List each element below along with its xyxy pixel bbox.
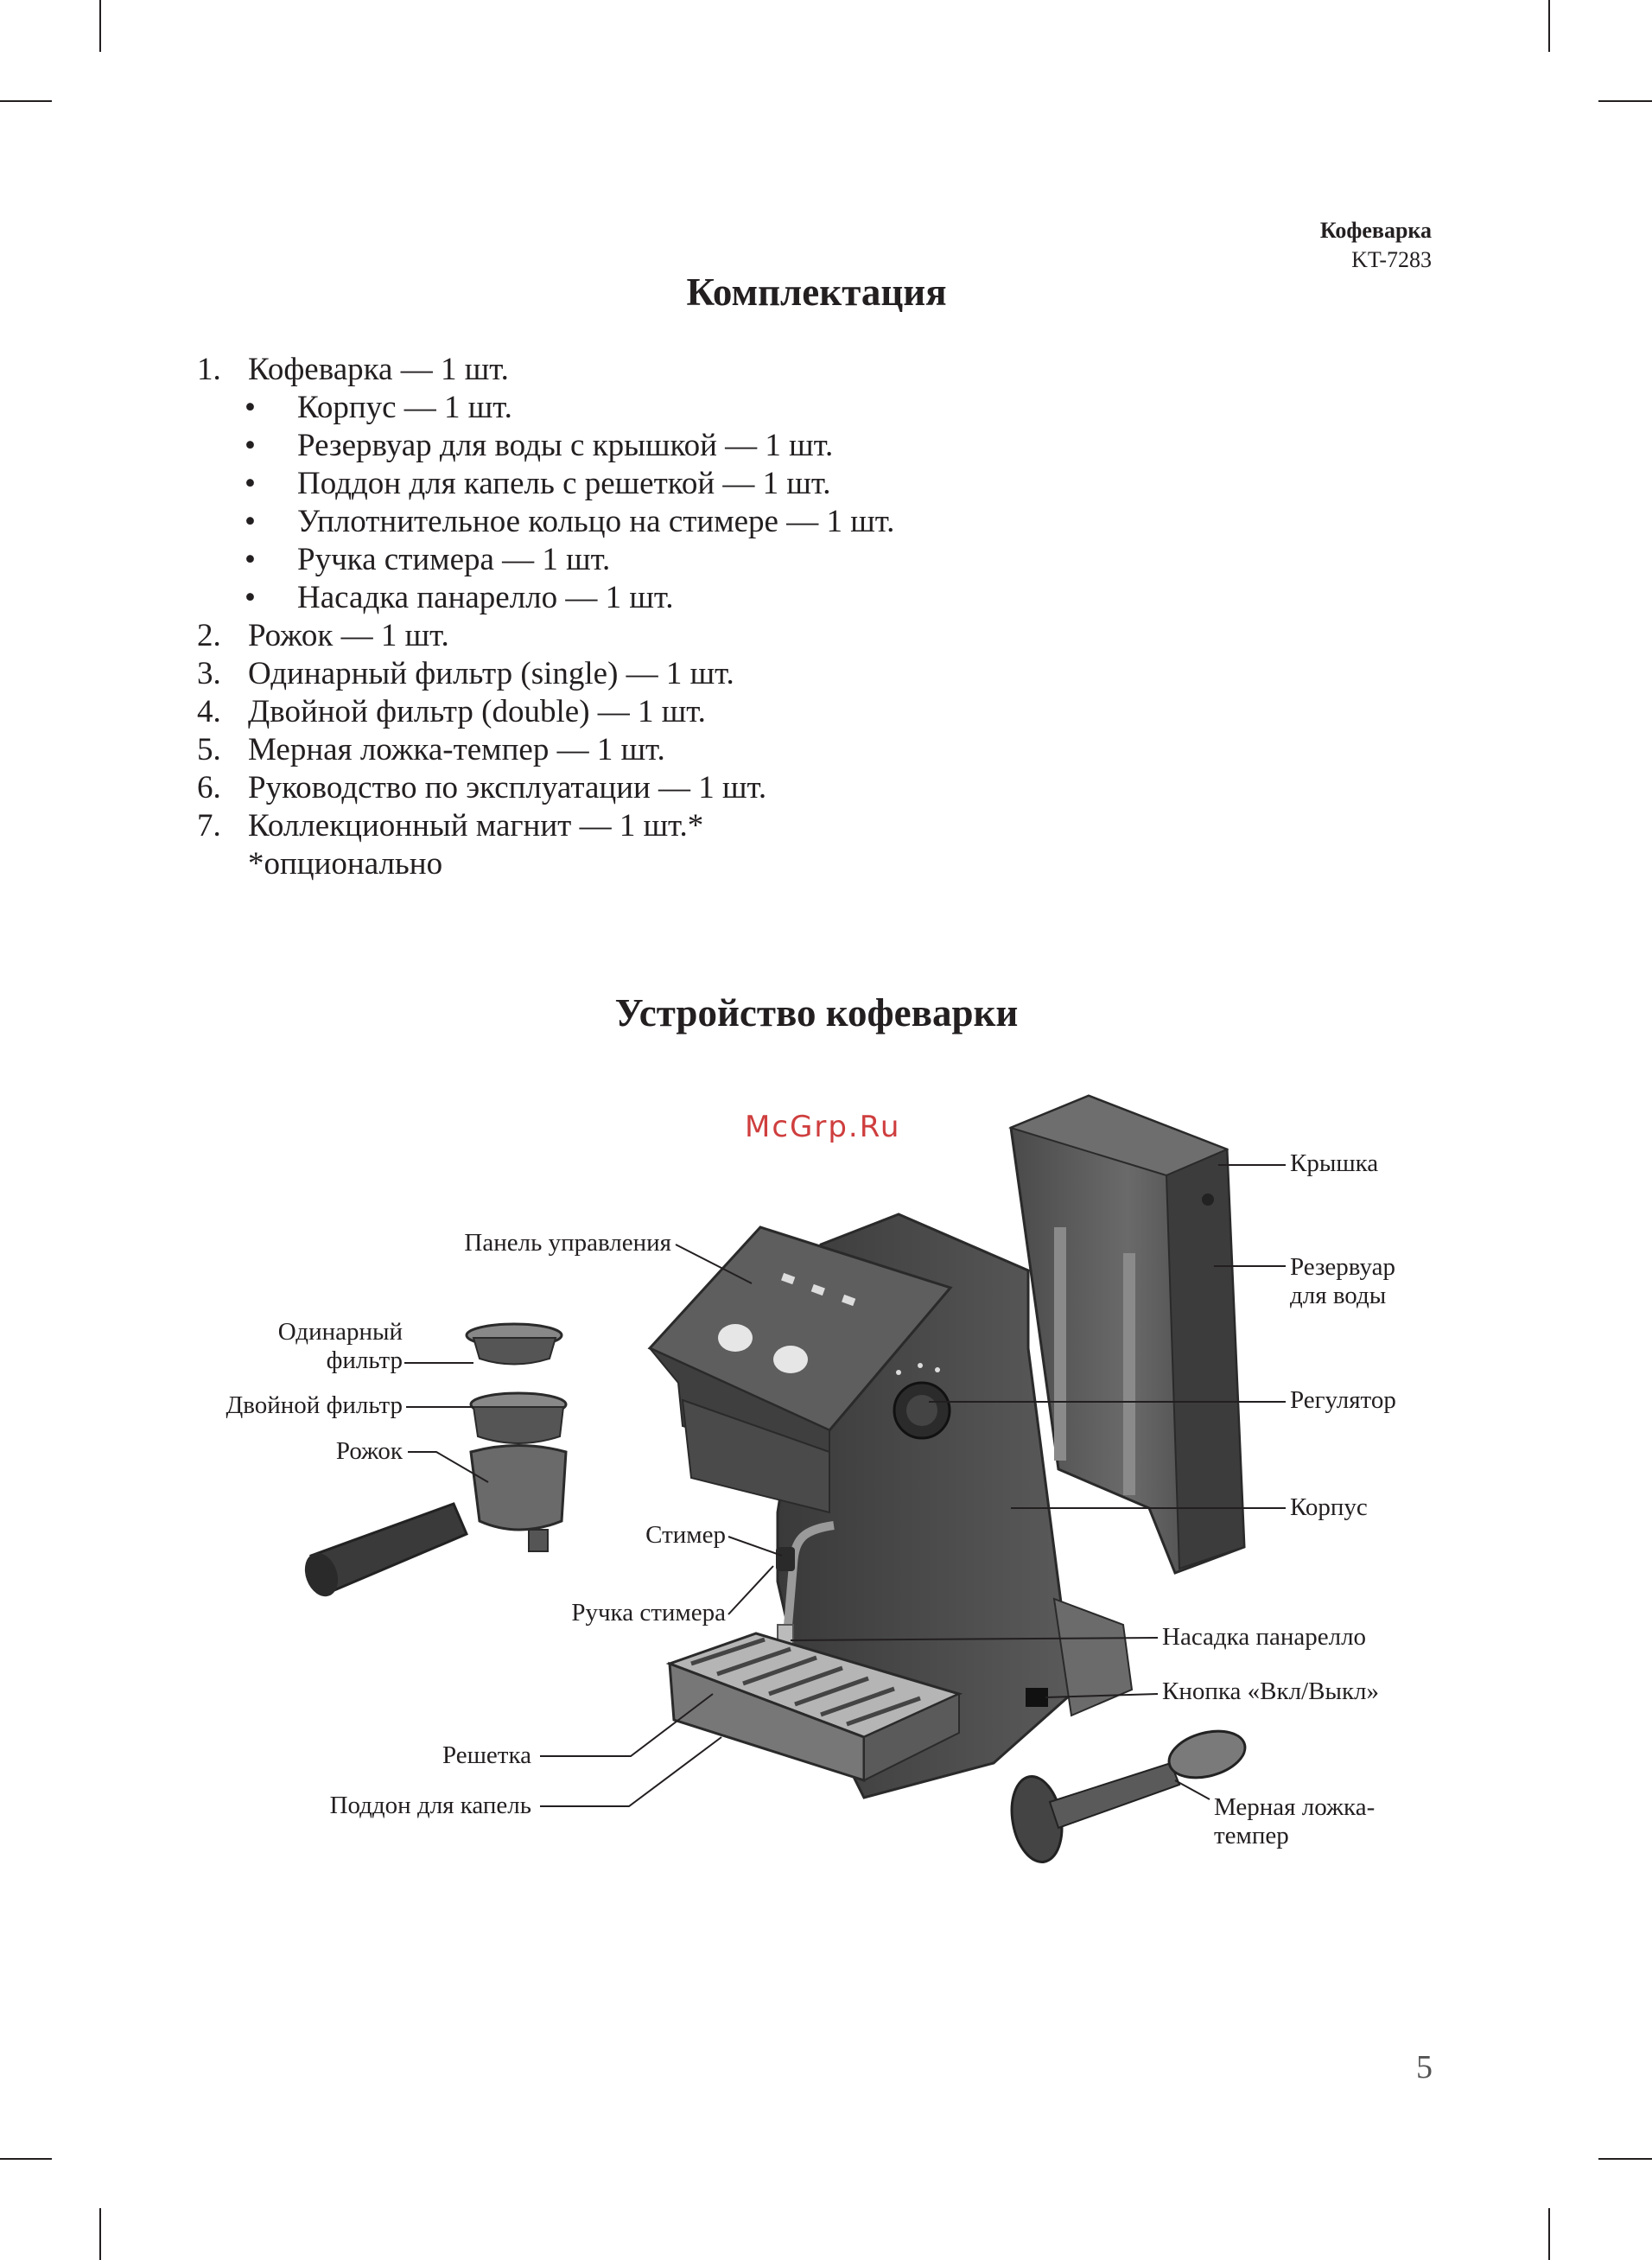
list-text: Резервуар для воды с крышкой — 1 шт. bbox=[297, 428, 834, 463]
list-marker: • bbox=[245, 428, 256, 463]
list-text: Ручка стимера — 1 шт. bbox=[297, 542, 611, 577]
crop-mark bbox=[99, 2208, 101, 2260]
crop-mark bbox=[0, 100, 52, 102]
tamper bbox=[1010, 1729, 1247, 1863]
label-steamer-handle: Ручка стимера bbox=[571, 1599, 726, 1627]
list-marker: • bbox=[245, 580, 256, 615]
label-water-tank: Резервуар для воды bbox=[1290, 1253, 1395, 1310]
single-cup-button bbox=[718, 1324, 753, 1352]
header-model: KT-7283 bbox=[1351, 247, 1432, 272]
list-text: Мерная ложка-темпер — 1 шт. bbox=[248, 732, 665, 767]
label-water-tank-line1: Резервуар bbox=[1290, 1253, 1395, 1281]
label-double-filter: Двойной фильтр bbox=[226, 1391, 403, 1419]
label-single-filter-line2: фильтр bbox=[326, 1346, 403, 1374]
label-steamer: Стимер bbox=[645, 1521, 726, 1549]
label-portafilter: Рожок bbox=[335, 1437, 403, 1465]
list-text: Корпус — 1 шт. bbox=[297, 390, 512, 425]
crop-mark bbox=[0, 2158, 52, 2160]
label-tamper-line1: Мерная ложка- bbox=[1214, 1793, 1376, 1821]
label-tamper: Мерная ложка- темпер bbox=[1214, 1793, 1375, 1850]
label-body: Корпус bbox=[1290, 1493, 1368, 1521]
page-number: 5 bbox=[1416, 2049, 1433, 2085]
list-text: Уплотнительное кольцо на стимере — 1 шт. bbox=[297, 504, 895, 539]
label-lid: Крышка bbox=[1290, 1149, 1379, 1177]
label-tamper-line2: темпер bbox=[1214, 1822, 1289, 1849]
label-drip-tray: Поддон для капель bbox=[329, 1792, 531, 1819]
list-text: Двойной фильтр (double) — 1 шт. bbox=[248, 694, 706, 729]
portafilter bbox=[304, 1444, 568, 1597]
contents-title: Комплектация bbox=[686, 271, 947, 314]
watermark: McGrp.Ru bbox=[745, 1110, 901, 1144]
list-marker: 1. bbox=[197, 352, 221, 387]
group-head bbox=[681, 1398, 830, 1514]
list-marker: 2. bbox=[197, 618, 221, 653]
label-control-panel: Панель управления bbox=[464, 1229, 671, 1257]
list-marker: • bbox=[245, 466, 256, 501]
list-marker: 7. bbox=[197, 808, 221, 844]
crop-mark bbox=[1598, 2158, 1652, 2160]
crop-mark bbox=[1548, 0, 1550, 52]
label-regulator: Регулятор bbox=[1290, 1386, 1396, 1414]
list-marker: • bbox=[245, 390, 256, 425]
water-tank bbox=[1008, 1094, 1246, 1575]
list-marker: 4. bbox=[197, 694, 221, 729]
header-product: Кофеварка bbox=[1319, 218, 1432, 243]
footnote-text: *опционально bbox=[248, 846, 443, 882]
list-marker: • bbox=[245, 504, 256, 539]
crop-mark bbox=[1548, 2208, 1550, 2260]
coffee-machine-diagram bbox=[304, 1094, 1286, 1863]
callout-lines bbox=[404, 1164, 1286, 1807]
list-text: Насадка панарелло — 1 шт. bbox=[297, 580, 674, 615]
list-marker: 3. bbox=[197, 656, 221, 691]
label-grate: Решетка bbox=[442, 1741, 531, 1769]
power-button bbox=[1026, 1688, 1048, 1707]
list-marker: 6. bbox=[197, 770, 221, 805]
drip-tray bbox=[665, 1632, 963, 1783]
crop-mark bbox=[99, 0, 101, 52]
list-marker: 5. bbox=[197, 732, 221, 767]
label-power-button: Кнопка «Вкл/Выкл» bbox=[1162, 1677, 1380, 1705]
running-header: Кофеварка KT-7283 bbox=[1320, 216, 1432, 275]
list-text: Рожок — 1 шт. bbox=[248, 618, 449, 653]
crop-mark bbox=[1598, 100, 1652, 102]
label-single-filter-line1: Одинарный bbox=[277, 1318, 403, 1346]
list-marker: • bbox=[245, 542, 256, 577]
list-text: Поддон для капель с решеткой — 1 шт. bbox=[297, 466, 831, 501]
list-text: Одинарный фильтр (single) — 1 шт. bbox=[248, 656, 734, 691]
label-water-tank-line2: для воды bbox=[1290, 1282, 1387, 1309]
list-text: Руководство по эксплуатации — 1 шт. bbox=[248, 770, 767, 805]
list-text: Коллекционный магнит — 1 шт.* bbox=[248, 808, 704, 844]
double-filter bbox=[469, 1391, 568, 1444]
list-text: Кофеварка — 1 шт. bbox=[248, 352, 509, 387]
label-panarello: Насадка панарелло bbox=[1162, 1623, 1367, 1651]
label-single-filter: Одинарный фильтр bbox=[278, 1318, 403, 1375]
device-title: Устройство кофеварки bbox=[614, 991, 1019, 1035]
single-filter bbox=[465, 1322, 563, 1366]
double-cup-button bbox=[773, 1346, 808, 1373]
